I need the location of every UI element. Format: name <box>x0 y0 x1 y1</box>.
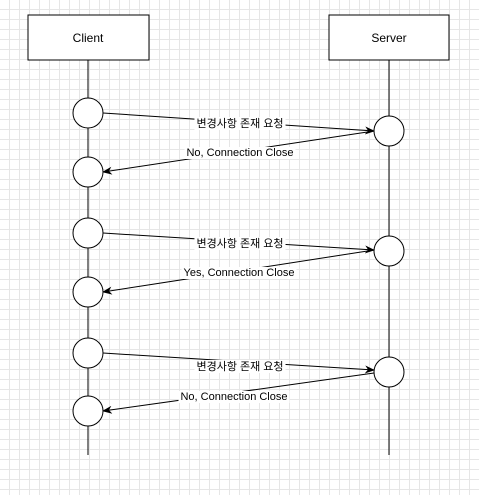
message-4[interactable]: Yes, Connection Close <box>102 249 375 295</box>
message-4-label-bg <box>181 267 297 279</box>
message-3[interactable]: 변경사항 존재 요청 <box>102 232 375 254</box>
server-actor-label: Server <box>371 31 406 45</box>
message-6-label-bg <box>178 391 290 403</box>
message-5[interactable]: 변경사항 존재 요청 <box>102 352 375 374</box>
message-6[interactable]: No, Connection Close <box>102 372 375 414</box>
message-6-label: No, Connection Close <box>180 391 287 403</box>
server-activation-2[interactable] <box>373 235 405 267</box>
client-actor-label: Client <box>73 31 104 45</box>
client-actor-box <box>27 14 150 61</box>
server-actor[interactable]: Server <box>328 14 450 61</box>
client-activation-2[interactable] <box>72 156 104 188</box>
message-3-label-bg <box>194 237 286 250</box>
client-activation-5[interactable] <box>72 337 104 369</box>
message-1[interactable]: 변경사항 존재 요청 <box>102 112 375 135</box>
server-activation-3[interactable] <box>373 356 405 388</box>
client-activation-6[interactable] <box>72 395 104 427</box>
message-2-label: No, Connection Close <box>186 147 293 159</box>
server-actor-box <box>328 14 450 61</box>
message-1-label-bg <box>194 117 286 130</box>
message-5-label: 변경사항 존재 요청 <box>196 360 283 373</box>
client-activation-1[interactable] <box>72 97 104 129</box>
message-2[interactable]: No, Connection Close <box>102 130 375 175</box>
message-3-label: 변경사항 존재 요청 <box>196 237 283 250</box>
client-activation-3[interactable] <box>72 217 104 249</box>
message-1-label: 변경사항 존재 요청 <box>196 117 283 130</box>
server-activation-1[interactable] <box>373 115 405 147</box>
client-actor[interactable]: Client <box>27 14 150 61</box>
message-2-label-bg <box>184 147 296 159</box>
message-5-label-bg <box>194 360 286 373</box>
client-activation-4[interactable] <box>72 276 104 308</box>
message-4-label: Yes, Connection Close <box>184 267 295 279</box>
